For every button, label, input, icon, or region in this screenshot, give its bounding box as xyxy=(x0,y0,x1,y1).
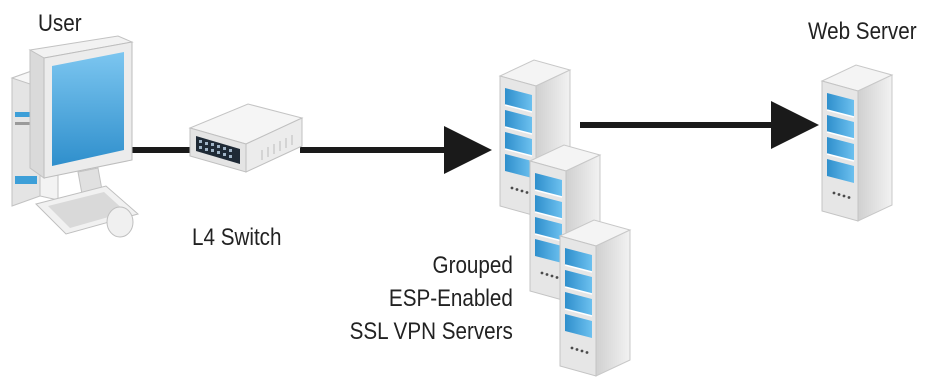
server-group-label: Grouped ESP-Enabled SSL VPN Servers xyxy=(323,252,513,346)
desktop-computer-icon xyxy=(10,35,140,238)
server-group-label-line2: ESP-Enabled xyxy=(389,285,513,312)
l4-switch-label: L4 Switch xyxy=(192,224,282,251)
server-icon xyxy=(821,64,893,222)
user-label: User xyxy=(38,10,82,37)
network-switch-icon xyxy=(188,103,304,173)
server-group-label-line1: Grouped xyxy=(432,252,513,279)
web-server-label: Web Server xyxy=(808,18,917,45)
server-icon xyxy=(559,219,631,377)
server-group-label-line3: SSL VPN Servers xyxy=(349,318,513,345)
